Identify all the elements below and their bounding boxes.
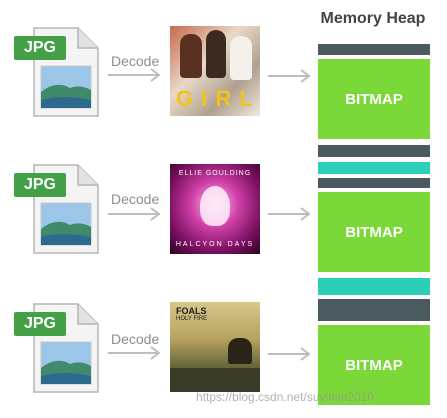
bitmap-block: BITMAP xyxy=(318,192,430,272)
file-type-label: JPG xyxy=(23,176,56,193)
file-type-label: JPG xyxy=(23,39,56,56)
bitmap-block: BITMAP xyxy=(318,325,430,405)
jpg-file-icon: JPG xyxy=(14,302,100,394)
decode-label: Decode xyxy=(111,331,160,347)
decode-arrow xyxy=(108,207,161,221)
album-cover-halcyon-days: ELLIE GOULDING HALCYON DAYS xyxy=(170,164,260,254)
heap-block xyxy=(318,145,430,157)
heap-block xyxy=(318,278,430,295)
memory-heap-title: Memory Heap xyxy=(320,10,426,27)
album-title: HOLY FIRE xyxy=(176,316,208,322)
decode-label: Decode xyxy=(111,53,160,69)
heap-arrow xyxy=(268,347,311,361)
heap-block xyxy=(318,162,430,174)
decode-arrow xyxy=(108,68,161,82)
heap-arrow xyxy=(268,69,311,83)
heap-arrow xyxy=(268,207,311,221)
album-title: HALCYON DAYS xyxy=(175,241,255,248)
jpg-file-icon: JPG xyxy=(14,163,100,255)
album-cover-holy-fire: FOALS HOLY FIRE xyxy=(170,302,260,392)
jpg-file-icon: JPG xyxy=(14,26,100,118)
file-type-label: JPG xyxy=(23,315,56,332)
decode-arrow xyxy=(108,346,161,360)
album-artist: FOALS xyxy=(176,306,207,316)
album-artist: ELLIE GOULDING xyxy=(178,170,252,177)
album-title: G I R L xyxy=(176,86,254,111)
album-cover-girl: G I R L xyxy=(170,26,260,116)
bitmap-block: BITMAP xyxy=(318,59,430,139)
heap-block xyxy=(318,299,430,321)
watermark: https://blog.csdn.net/suyimin2010 xyxy=(196,390,375,404)
heap-block xyxy=(318,178,430,188)
heap-block xyxy=(318,44,430,55)
decode-label: Decode xyxy=(111,191,160,207)
